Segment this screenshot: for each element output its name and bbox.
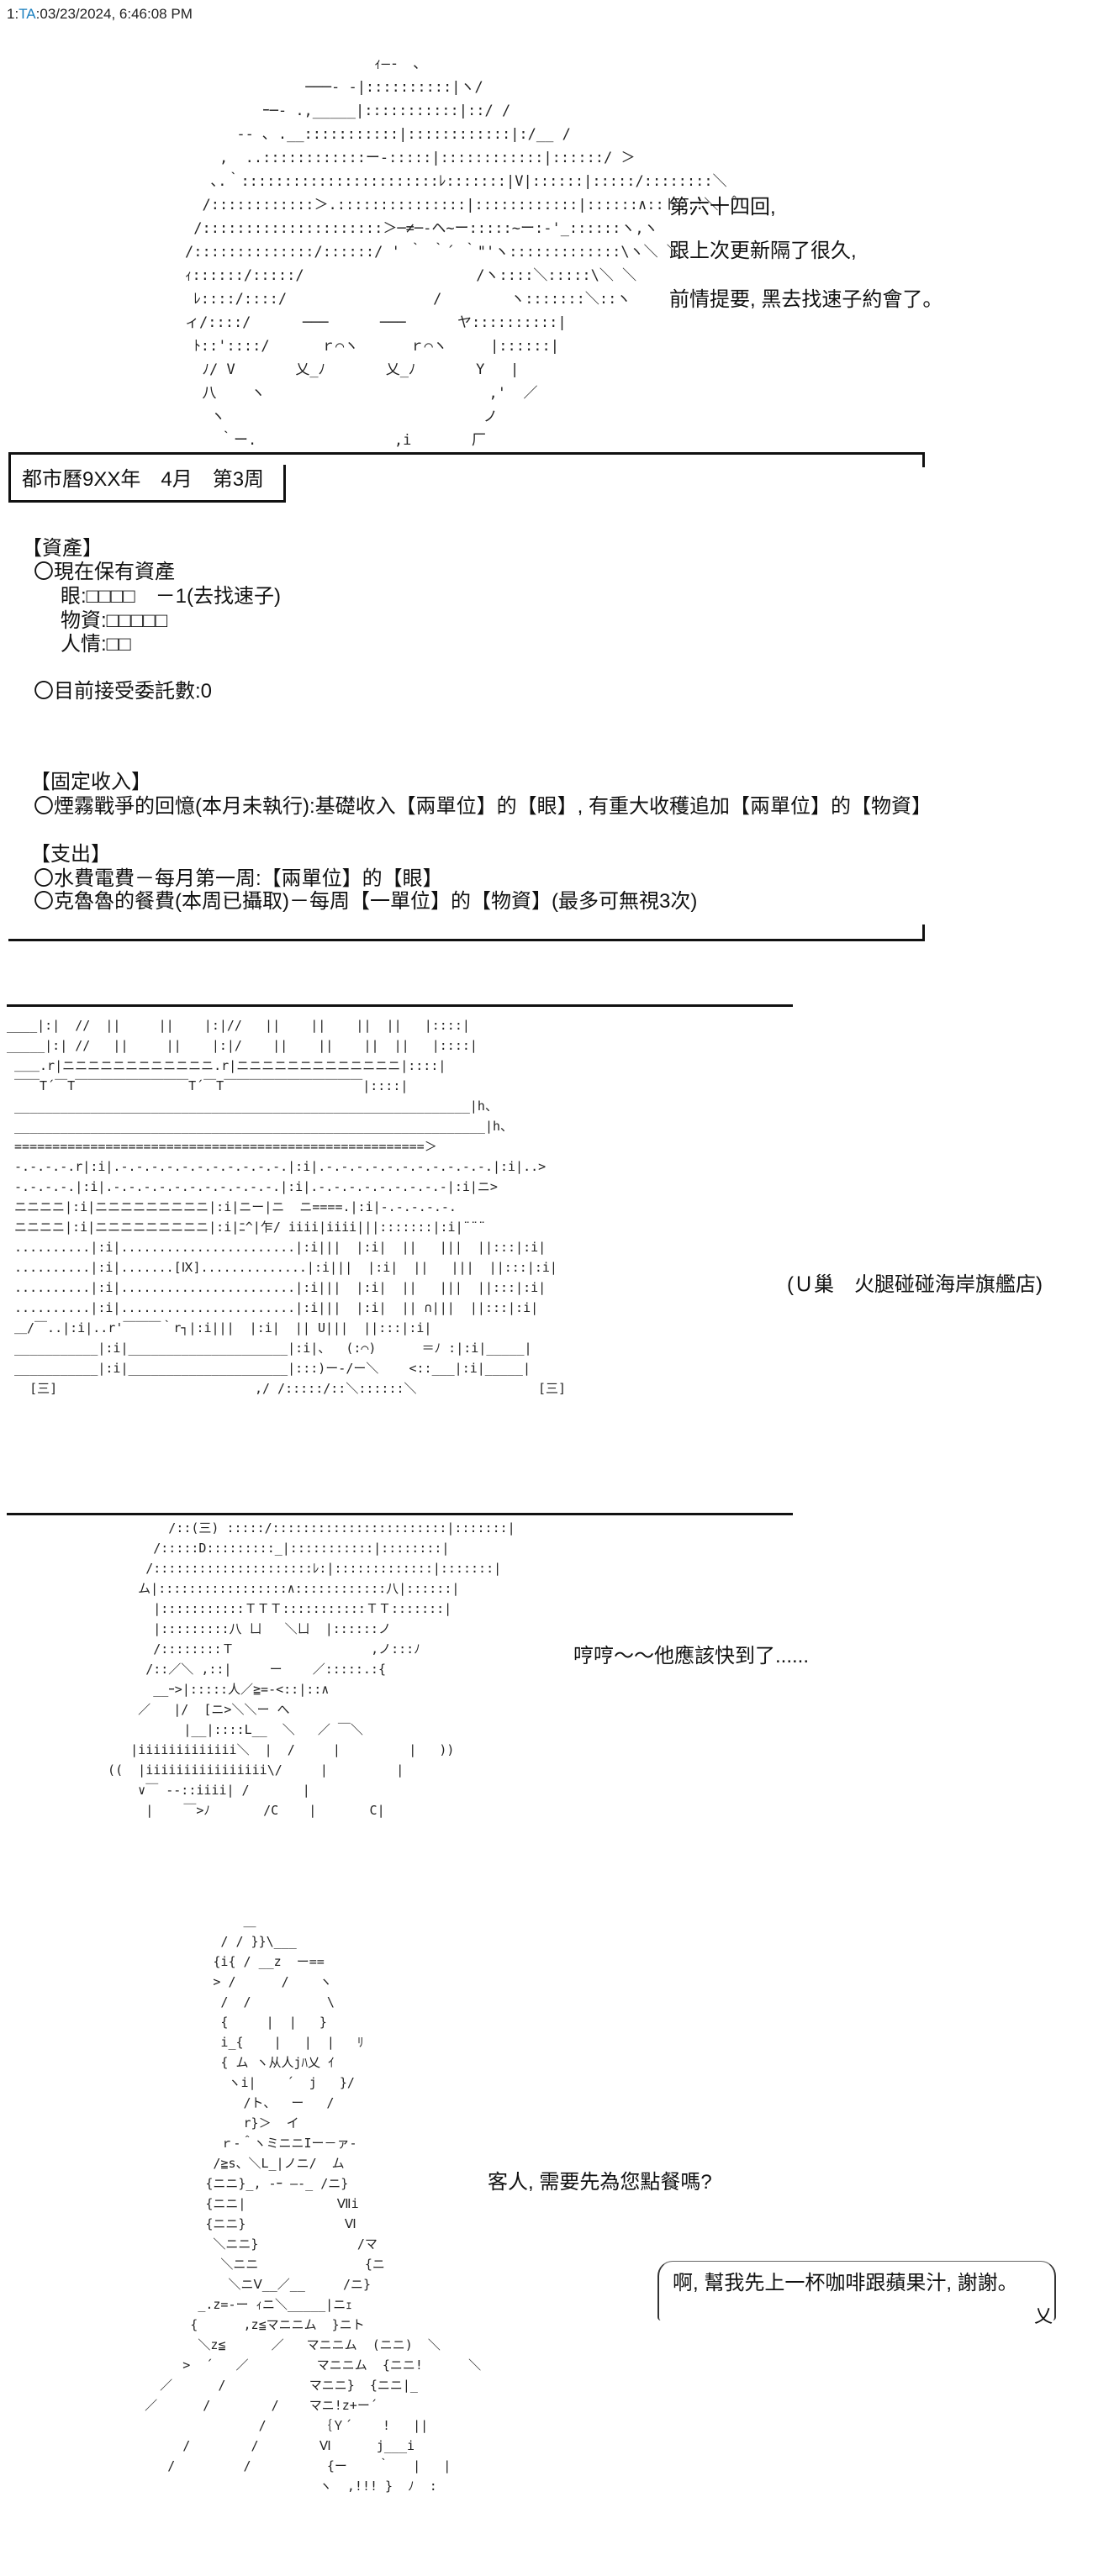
date-tab-right-border	[283, 465, 286, 503]
face-ascii-art: ｨ―- 、 ───- -|::::::::::|ヽ/ ｰ─- .,_____|:…	[185, 55, 742, 449]
assets-title: 【資產】	[22, 537, 103, 560]
status-box-left-border	[8, 452, 11, 503]
status-date: 都市曆9XX年 4月 第3周	[22, 468, 265, 491]
holding-title: 〇現在保有資產	[34, 561, 175, 583]
asset-favor: 人情:□□	[61, 633, 131, 656]
intro-line-2: 跟上次更新隔了很久,	[669, 240, 857, 262]
author-tag[interactable]: TA	[18, 6, 36, 22]
expense-title: 【支出】	[30, 843, 111, 866]
girl-ascii-art: /::(三) :::::/:::::::::::::::::::::::|:::…	[108, 1520, 515, 1818]
status-box-bottom-right-border	[922, 925, 925, 941]
shop-ascii-art: ____|:| // || || |:|// || || || || |::::…	[7, 1018, 567, 1396]
date-tab-bottom-border	[8, 500, 286, 503]
shop-roof-line	[7, 1004, 793, 1007]
status-box-bottom-border	[8, 939, 925, 941]
asset-eye: 眼:□□□□ －1(去找速子)	[61, 585, 281, 608]
intro-line-3: 前情提要, 黑去找速子約會了。	[669, 288, 943, 311]
post-number: 1:	[7, 6, 19, 22]
speech-bubble-tail-icon: 乂	[1034, 2306, 1053, 2327]
speech-bubble	[657, 2261, 1056, 2321]
expense-line-2: 〇克魯魯的餐費(本周已攝取)－每周【一單位】的【物資】(最多可無視3次)	[34, 890, 698, 913]
income-line: 〇煙霧戰爭的回憶(本月未執行):基礎收入【兩單位】的【眼】, 有重大收穫追加【兩…	[34, 795, 932, 818]
post-header: 1:TA:03/23/2024, 6:46:08 PM	[7, 5, 193, 24]
intro-line-1: 第六十四回,	[669, 196, 776, 219]
asset-goods: 物資:□□□□□	[61, 609, 168, 632]
dialogue-line-2: 客人, 需要先為您點餐嗎?	[488, 2171, 712, 2194]
status-box-right-border	[922, 452, 925, 467]
status-box-top-border	[8, 452, 925, 455]
waiter-ascii-art: ＿ / / }}\___ {i{ / __z ー== > / / ヽ / / \…	[145, 1914, 482, 2494]
income-title: 【固定收入】	[30, 771, 151, 793]
speech-bubble-text: 啊, 幫我先上一杯咖啡跟蘋果汁, 謝謝。	[673, 2272, 1018, 2294]
commission-count: 〇目前接受委託數:0	[34, 680, 213, 703]
post-timestamp: :03/23/2024, 6:46:08 PM	[35, 6, 193, 22]
shop-ground-line	[7, 1513, 793, 1515]
dialogue-line-1: 哼哼～～他應該快到了......	[573, 1645, 810, 1667]
location-label: (Ｕ巢 火腿碰碰海岸旗艦店)	[787, 1273, 1043, 1296]
expense-line-1: 〇水費電費－每月第一周:【兩單位】的【眼】	[34, 867, 443, 890]
